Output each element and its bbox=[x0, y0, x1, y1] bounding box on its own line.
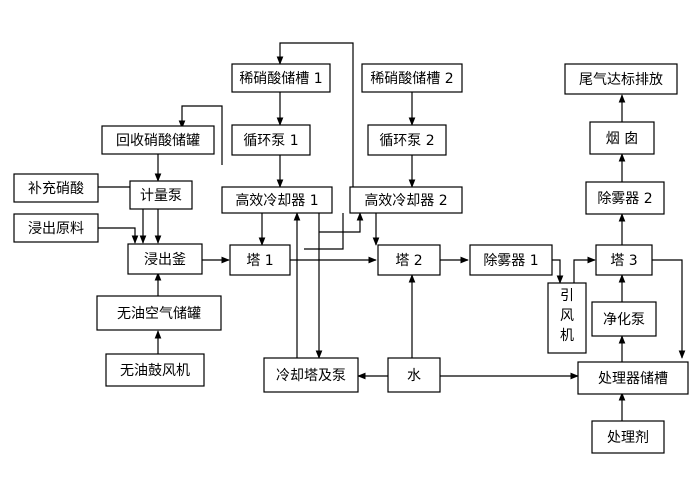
node-circulation-pump-2: 循环泵 2 bbox=[367, 124, 447, 156]
node-tower-2: 塔 2 bbox=[377, 244, 441, 276]
node-oilfree-air-tank: 无油空气储罐 bbox=[96, 295, 222, 331]
node-oilfree-blower: 无油鼓风机 bbox=[105, 353, 205, 387]
flow-fan-to-tower3 bbox=[573, 256, 596, 283]
node-label: 循环泵 1 bbox=[243, 133, 298, 149]
node-label: 处理器储槽 bbox=[598, 371, 668, 387]
node-label: 烟 囱 bbox=[606, 131, 638, 147]
node-demister-2: 除雾器 2 bbox=[585, 181, 665, 215]
node-purify-pump: 净化泵 bbox=[591, 301, 657, 337]
flow-cooler2-to-water-return bbox=[304, 213, 344, 250]
node-tower-1: 塔 1 bbox=[229, 244, 291, 276]
node-water: 水 bbox=[387, 357, 441, 393]
node-label: 无油空气储罐 bbox=[117, 306, 201, 322]
node-metering-pump: 计量泵 bbox=[129, 180, 193, 210]
node-label: 浸出釜 bbox=[144, 252, 186, 268]
node-raw-material: 浸出原料 bbox=[13, 213, 99, 243]
node-label: 高效冷却器 2 bbox=[364, 192, 447, 209]
node-cooler-2: 高效冷却器 2 bbox=[349, 186, 463, 214]
node-label: 无油鼓风机 bbox=[120, 363, 190, 379]
node-chimney: 烟 囱 bbox=[589, 121, 655, 155]
node-label: 尾气达标排放 bbox=[579, 72, 663, 88]
node-label: 稀硝酸储槽 1 bbox=[239, 71, 322, 87]
flow-tower3-to-treat-tank bbox=[652, 259, 686, 359]
node-label: 稀硝酸储槽 2 bbox=[370, 71, 453, 87]
node-label: 除雾器 2 bbox=[597, 191, 652, 207]
node-demister-1: 除雾器 1 bbox=[469, 244, 553, 276]
node-label: 计量泵 bbox=[140, 188, 182, 204]
node-dilute-tank-2: 稀硝酸储槽 2 bbox=[361, 63, 463, 93]
node-tower-3: 塔 3 bbox=[595, 244, 653, 276]
node-label: 处理剂 bbox=[607, 430, 649, 446]
node-label: 浸出原料 bbox=[28, 221, 84, 237]
node-treatment-agent: 处理剂 bbox=[591, 420, 665, 454]
node-label: 除雾器 1 bbox=[483, 253, 538, 269]
node-nitric-supply: 补充硝酸 bbox=[13, 173, 99, 203]
node-label: 高效冷却器 1 bbox=[235, 192, 318, 209]
node-treatment-tank: 处理器储槽 bbox=[577, 361, 689, 395]
node-label: 塔 1 bbox=[246, 253, 273, 269]
node-label: 净化泵 bbox=[603, 312, 645, 328]
node-label: 补充硝酸 bbox=[28, 181, 84, 197]
flow-cooler1-to-cooler2-water bbox=[319, 212, 364, 233]
node-label: 引风机 bbox=[560, 288, 574, 344]
node-cooling-tower-pump: 冷却塔及泵 bbox=[263, 357, 359, 393]
flow-cooler1-to-tank1-loop bbox=[276, 42, 354, 187]
flow-demister1-to-fan bbox=[552, 259, 564, 284]
flow-connectors bbox=[97, 42, 686, 421]
node-circulation-pump-1: 循环泵 1 bbox=[231, 124, 311, 156]
node-label: 冷却塔及泵 bbox=[276, 368, 346, 384]
node-label: 回收硝酸储罐 bbox=[116, 133, 200, 149]
flow-tower1-to-recovery-tank bbox=[178, 105, 223, 165]
node-induced-draft-fan: 引风机 bbox=[547, 282, 587, 354]
flow-raw-material-to-kettle bbox=[97, 227, 139, 244]
node-label: 塔 3 bbox=[610, 253, 637, 269]
node-cooler-1: 高效冷却器 1 bbox=[221, 186, 333, 214]
node-leach-kettle: 浸出釜 bbox=[127, 243, 203, 275]
node-recovery-nitric-tank: 回收硝酸储罐 bbox=[101, 125, 215, 155]
node-label: 循环泵 2 bbox=[379, 133, 434, 149]
node-dilute-tank-1: 稀硝酸储槽 1 bbox=[231, 63, 331, 93]
node-label: 水 bbox=[407, 368, 421, 384]
node-label: 塔 2 bbox=[395, 253, 422, 269]
node-tail-gas-discharge: 尾气达标排放 bbox=[564, 63, 678, 95]
